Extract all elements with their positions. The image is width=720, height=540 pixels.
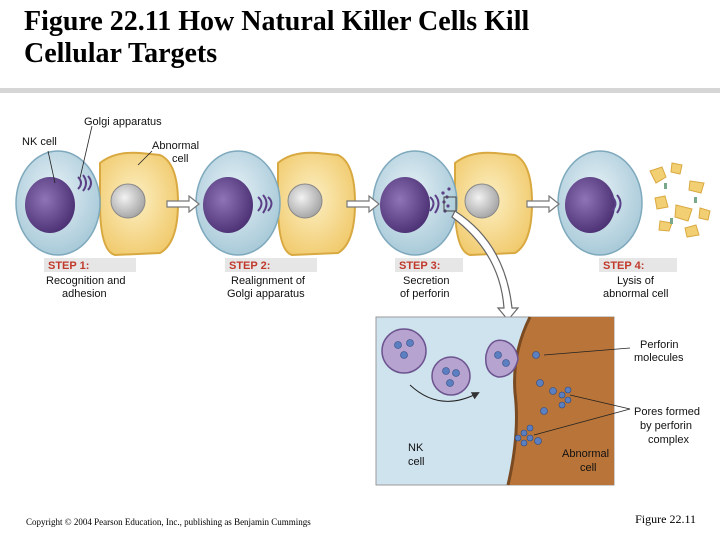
label-pores-line-1: Pores formed xyxy=(634,406,700,418)
golgi-2 xyxy=(257,194,273,214)
nk-cell-diagram: Golgi apparatus NK cell Abnormal cell ST… xyxy=(15,116,711,486)
copyright-notice: Copyright © 2004 Pearson Education, Inc.… xyxy=(26,517,311,527)
nk-nucleus-2 xyxy=(203,177,253,233)
step-4-title: STEP 4: xyxy=(603,260,644,272)
step-2-line-1: Realignment of xyxy=(231,275,306,287)
step-arrows xyxy=(166,194,560,214)
abnormal-cell-nucleus-1 xyxy=(110,183,146,219)
step-2-title: STEP 2: xyxy=(229,260,270,272)
abnormal-cell-nucleus-2 xyxy=(287,183,323,219)
zoom-arrow xyxy=(451,210,520,321)
detail-nk-line-1: NK xyxy=(408,442,424,454)
step-3-title: STEP 3: xyxy=(399,260,440,272)
detail-panel: NK cell Abnormal cell xyxy=(375,316,631,486)
perforin-pore-1 xyxy=(558,386,572,409)
step-3-illustration xyxy=(372,150,534,257)
label-perforin-line-2: molecules xyxy=(634,352,684,364)
detail-callouts xyxy=(533,347,631,436)
label-abnormal-line-2: cell xyxy=(172,153,189,165)
movement-arrow xyxy=(409,384,480,402)
page-title: Figure 22.11 How Natural Killer Cells Ki… xyxy=(24,6,684,70)
step-2-illustration xyxy=(195,150,357,257)
fragment-debris xyxy=(664,183,697,224)
step-3-line-2: of perforin xyxy=(400,288,450,300)
golgi-1 xyxy=(77,174,92,192)
label-nk-cell: NK cell xyxy=(22,136,57,148)
step-1-title: STEP 1: xyxy=(48,260,89,272)
nk-nucleus-1 xyxy=(25,177,75,233)
step-4-line-1: Lysis of xyxy=(617,275,655,287)
detail-abnormal-cell-region xyxy=(508,317,614,485)
figure-number: Figure 22.11 xyxy=(635,512,696,526)
detail-abnormal-line-2: cell xyxy=(580,462,597,474)
title-divider xyxy=(0,88,720,93)
step-1-label: STEP 1: Recognition and adhesion xyxy=(44,258,136,300)
step-1-line-1: Recognition and xyxy=(46,275,126,287)
golgi-3 xyxy=(429,194,440,214)
label-perforin-line-1: Perforin xyxy=(640,339,679,351)
step-2-label: STEP 2: Realignment of Golgi apparatus xyxy=(225,258,317,300)
step-3-label: STEP 3: Secretion of perforin xyxy=(395,258,463,300)
step-4-label: STEP 4: Lysis of abnormal cell xyxy=(599,258,677,300)
label-pores-line-3: complex xyxy=(648,434,689,446)
nk-nucleus-3 xyxy=(380,177,430,233)
golgi-4 xyxy=(611,194,622,214)
perforin-molecules xyxy=(532,351,557,445)
vesicle-2 xyxy=(431,356,471,396)
arrow-step-2-3 xyxy=(346,194,380,214)
cell-fragments xyxy=(649,162,711,238)
detail-membrane xyxy=(506,316,532,486)
nk-nucleus-4 xyxy=(565,177,615,233)
step-3-line-1: Secretion xyxy=(403,275,449,287)
step-1-line-2: adhesion xyxy=(62,288,107,300)
label-golgi: Golgi apparatus xyxy=(84,116,162,128)
perforin-pore-2 xyxy=(514,424,534,447)
vesicle-1 xyxy=(381,328,427,374)
title-line-1: Figure 22.11 How Natural Killer Cells Ki… xyxy=(24,6,530,37)
callouts xyxy=(47,125,153,184)
perforin-in-vesicles xyxy=(394,339,510,387)
detail-abnormal-line-1: Abnormal xyxy=(562,448,609,460)
zoom-box xyxy=(443,196,457,212)
step-4-illustration xyxy=(557,150,711,256)
step-4-line-2: abnormal cell xyxy=(603,288,668,300)
step-1-illustration xyxy=(15,150,180,257)
abnormal-cell-nucleus-3 xyxy=(464,183,500,219)
label-abnormal-line-1: Abnormal xyxy=(152,140,199,152)
label-pores-line-2: by perforin xyxy=(640,420,692,432)
title-line-2: Cellular Targets xyxy=(24,38,218,69)
arrow-step-3-4 xyxy=(526,194,560,214)
step-2-line-2: Golgi apparatus xyxy=(227,288,305,300)
fusing-vesicle xyxy=(485,339,519,378)
arrow-step-1-2 xyxy=(166,194,200,214)
detail-nk-line-2: cell xyxy=(408,456,425,468)
